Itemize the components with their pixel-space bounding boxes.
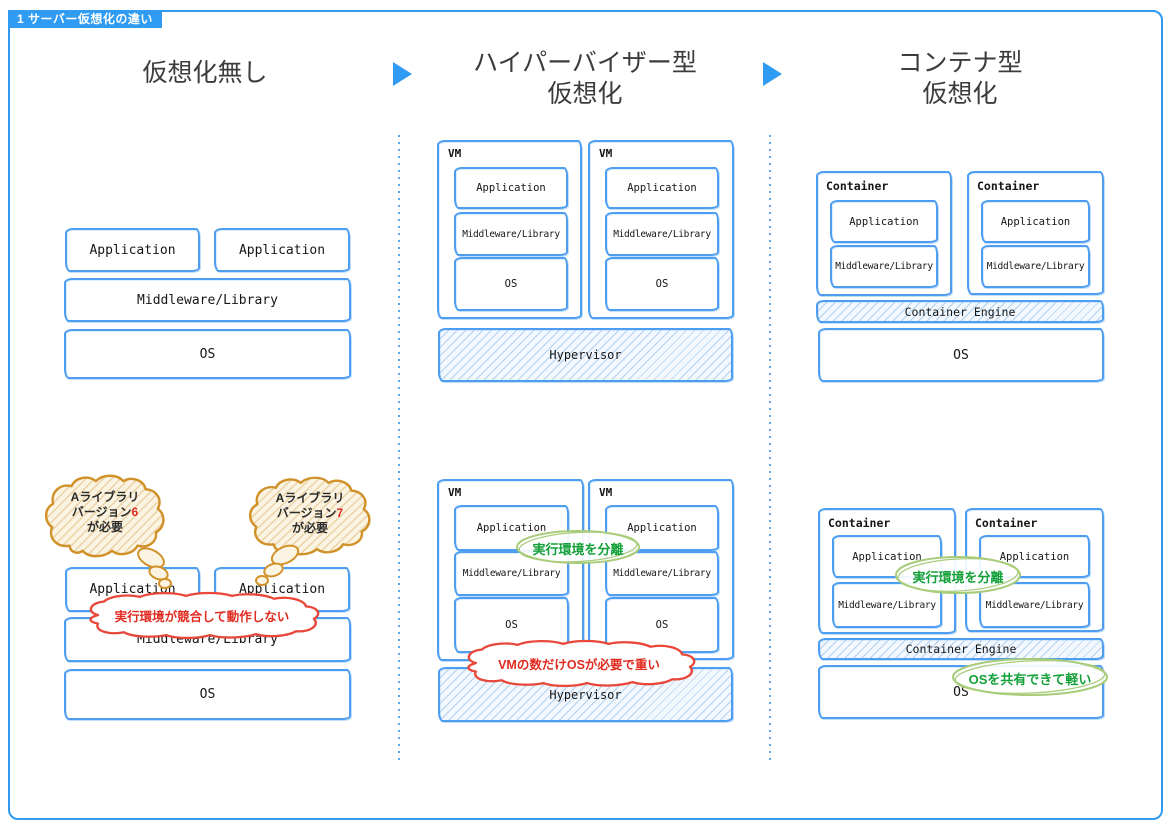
cloud-tail-bubble (255, 575, 269, 586)
container-label: Container (975, 516, 1038, 530)
middleware-box: Middleware/Library (605, 212, 719, 256)
app-box: Application (981, 200, 1090, 243)
middleware-box: Middleware/Library (454, 212, 568, 256)
vm-label: VM (448, 147, 462, 160)
arrow-right-icon (763, 62, 782, 86)
cloud-text-right: Aライブラリ バージョン7 が必要 (257, 491, 363, 536)
container-box: Container Application Middleware/Library (967, 171, 1104, 295)
container-label: Container (826, 179, 889, 193)
library-version: 6 (131, 505, 139, 519)
app-box: Application (454, 167, 568, 209)
cloud-line: が必要 (86, 520, 123, 534)
container-box: Container Application Middleware/Library (816, 171, 952, 296)
app-box: Application (214, 228, 350, 272)
vm-label: VM (448, 486, 462, 499)
isolate-callout-text: 実行環境を分離 (912, 570, 1004, 585)
conflict-callout-text: 実行環境が競合して動作しない (114, 610, 290, 624)
page-border (8, 10, 1163, 820)
os-box: OS (454, 257, 568, 311)
vm-box: VM Application Middleware/Library OS (437, 140, 582, 319)
column-title-hypervisor: ハイパーバイザー型 仮想化 (440, 48, 730, 110)
ok-ellipse-icon (516, 530, 640, 564)
middleware-box: Middleware/Library (605, 551, 719, 596)
cloud-line: が必要 (291, 521, 328, 535)
container-label: Container (977, 179, 1040, 193)
thought-cloud-icon (248, 476, 371, 556)
ok-ellipse-icon (895, 556, 1021, 594)
arrow-right-icon (393, 62, 412, 86)
container-box: Container Application Middleware/Library (965, 508, 1104, 632)
alert-cloud-icon (89, 591, 320, 640)
middleware-box: Middleware/Library (64, 278, 351, 322)
os-box: OS (605, 257, 719, 311)
column-title-text: 仮想化無し (142, 59, 268, 87)
alert-cloud-icon (467, 639, 696, 688)
column-title-container: コンテナ型 仮想化 (815, 48, 1105, 110)
app-box: Application (65, 228, 200, 272)
vm-label: VM (599, 147, 613, 160)
middleware-box: Middleware/Library (979, 582, 1090, 628)
os-box: OS (64, 669, 351, 720)
container-engine-box: Container Engine (818, 638, 1104, 660)
isolate-callout-text: 実行環境を分離 (532, 542, 624, 557)
column-title-text: 仮想化 (547, 80, 623, 108)
slide-number-badge: 1 サーバー仮想化の違い (8, 10, 162, 28)
middleware-box: Middleware/Library (981, 245, 1090, 288)
os-box: OS (64, 329, 351, 379)
cloud-line: バージョン (276, 506, 337, 520)
os-share-callout-text: OSを共有できて軽い (968, 672, 1092, 687)
cloud-tail-bubble (158, 578, 172, 589)
column-title-no-virtualization: 仮想化無し (60, 58, 350, 89)
app-box: Application (832, 535, 942, 578)
cloud-line: バージョン (71, 505, 132, 519)
vm-box: VM Application Middleware/Library OS (588, 140, 734, 319)
middleware-box: Middleware/Library (830, 245, 938, 288)
hypervisor-box: Hypervisor (438, 328, 733, 382)
column-separator (769, 135, 771, 760)
ok-ellipse-icon (952, 658, 1108, 696)
cloud-line: Aライブラリ (275, 491, 345, 505)
container-label: Container (828, 516, 891, 530)
app-box: Application (605, 167, 719, 209)
column-separator (398, 135, 400, 760)
column-title-text: コンテナ型 (897, 49, 1023, 77)
thought-cloud-icon (44, 474, 165, 558)
column-title-text: 仮想化 (922, 80, 998, 108)
column-title-text: ハイパーバイザー型 (473, 49, 697, 77)
vm-heavy-callout-text: VMの数だけOSが必要で重い (498, 658, 660, 672)
vm-box: VM Application Middleware/Library OS (588, 479, 734, 660)
vm-box: VM Application Middleware/Library OS (437, 479, 584, 661)
library-version: 7 (336, 506, 344, 520)
vm-label: VM (599, 486, 613, 499)
cloud-line: Aライブラリ (70, 490, 140, 504)
app-box: Application (830, 200, 938, 243)
cloud-text-left: Aライブラリ バージョン6 が必要 (52, 490, 158, 535)
os-box: OS (818, 328, 1104, 382)
container-engine-box: Container Engine (816, 300, 1104, 323)
